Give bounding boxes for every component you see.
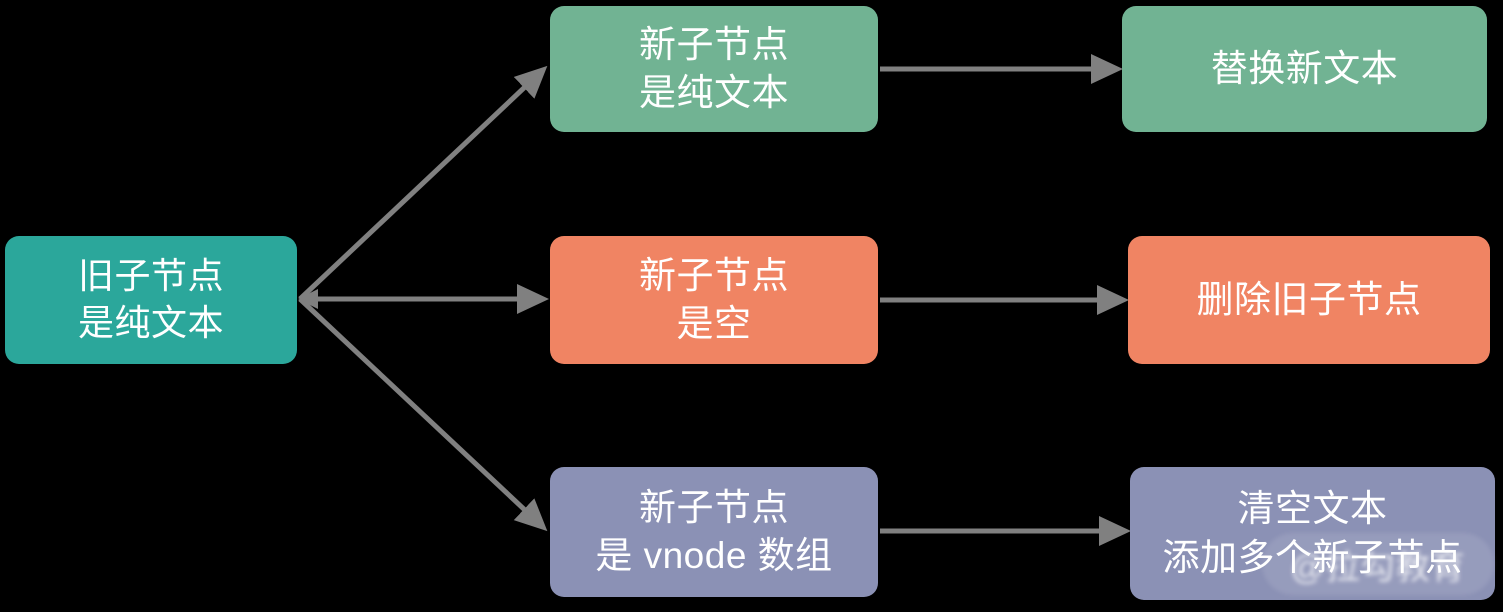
node-label-line: 替换新文本 [1210, 47, 1399, 89]
node-label-line: 新子节点 [639, 23, 789, 65]
node-label-line: 是纯文本 [639, 72, 789, 113]
node-label-line: 是 vnode 数组 [595, 535, 833, 576]
node-label-line: 删除旧子节点 [1196, 278, 1422, 320]
node-label-line: 旧子节点 [77, 255, 224, 297]
edge-junction-arrowhead [298, 289, 318, 309]
node-new-children-empty[interactable]: 新子节点 是空 [550, 236, 878, 364]
node-label-line: 是空 [676, 303, 752, 344]
node-label-line: 添加多个新子节点 [1162, 536, 1463, 578]
node-label-line: 新子节点 [639, 254, 789, 296]
node-remove-old-children[interactable]: 删除旧子节点 [1128, 236, 1490, 364]
node-label-line: 新子节点 [639, 486, 789, 528]
node-old-children-text[interactable]: 旧子节点 是纯文本 [5, 236, 297, 364]
node-clear-text-add-children[interactable]: 清空文本 添加多个新子节点 [1130, 467, 1495, 600]
node-replace-new-text[interactable]: 替换新文本 [1122, 6, 1487, 132]
edge-root-to-new-vnodes [298, 297, 548, 532]
node-new-children-text[interactable]: 新子节点 是纯文本 [550, 6, 878, 132]
node-label-line: 清空文本 [1237, 488, 1388, 530]
edge-root-to-new-text [298, 65, 548, 301]
node-label-line: 是纯文本 [77, 302, 224, 343]
node-new-children-vnode-array[interactable]: 新子节点 是 vnode 数组 [550, 467, 878, 597]
